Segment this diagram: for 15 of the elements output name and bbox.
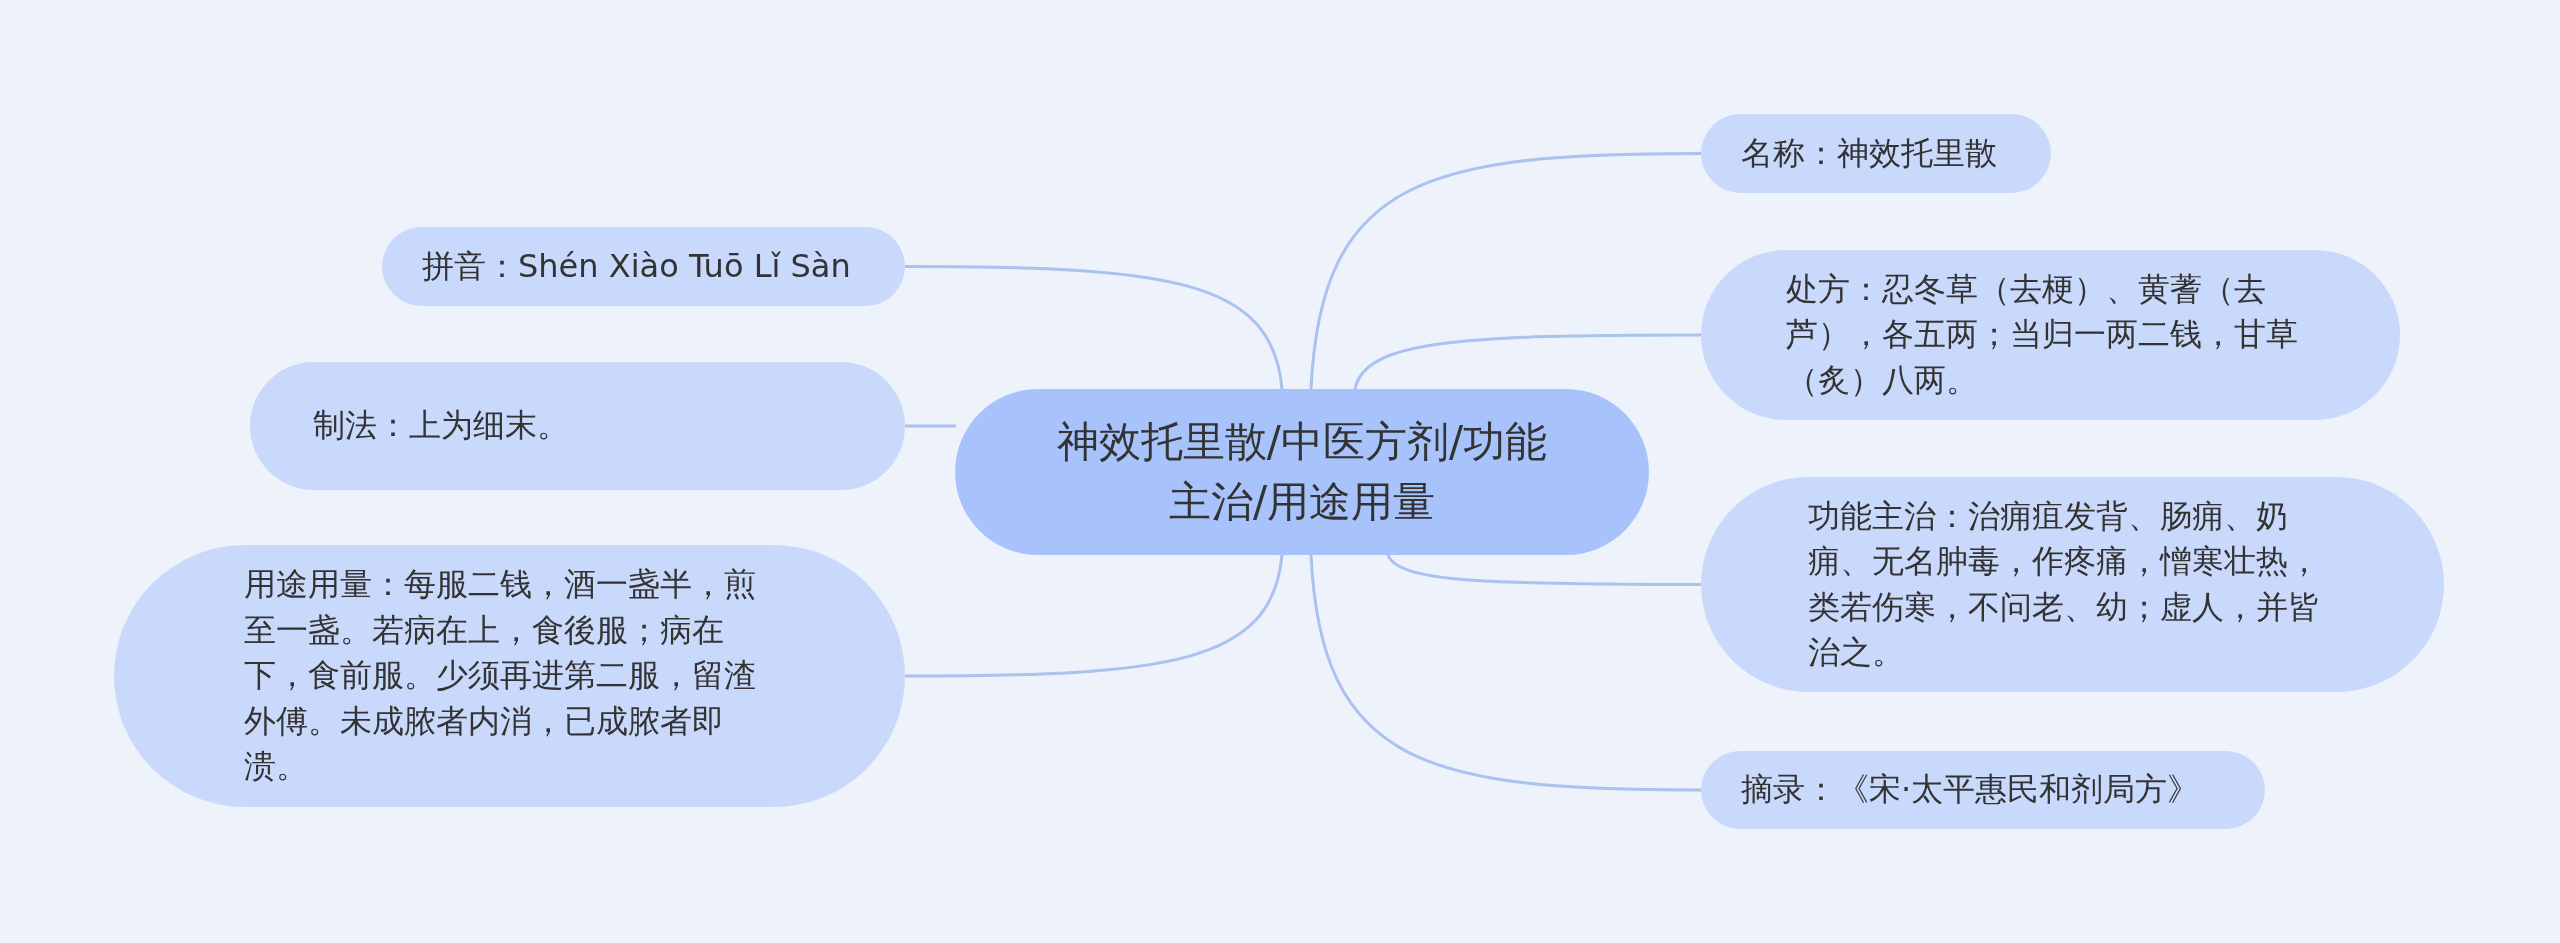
connector-line: [1386, 554, 1701, 586]
central-topic-bubble: 神效托里散/中医方剂/功能主治/用途用量: [955, 389, 1649, 555]
connector-line: [905, 424, 956, 428]
topic-bubble: 处方：忍冬草（去梗）、黄蓍（去芦），各五两；当归一两二钱，甘草（炙）八两。: [1701, 250, 2400, 420]
topic-bubble: 制法：上为细末。: [250, 362, 905, 490]
topic-bubble: 用途用量：每服二钱，酒一盏半，煎至一盏。若病在上，食後服；病在下，食前服。少须再进第二服，留渣外傅。未成脓者内消，已成脓者即溃。: [114, 545, 905, 807]
connector-line: [1353, 333, 1701, 390]
topic-bubble: 功能主治：治痈疽发背、肠痈、奶痈、无名肿毒，作疼痛，憎寒壮热，类若伤寒，不问老、幼；虚人，并皆治之。: [1701, 477, 2444, 692]
connector-line: [1309, 554, 1701, 792]
connector-line: [905, 265, 1284, 390]
connector-line: [905, 554, 1284, 678]
topic-bubble: 拼音：Shén Xiào Tuō Lǐ Sàn: [382, 227, 905, 306]
topic-bubble: 摘录：《宋·太平惠民和剂局方》: [1701, 751, 2265, 829]
connector-line: [1309, 152, 1701, 390]
topic-bubble: 名称：神效托里散: [1701, 114, 2051, 193]
